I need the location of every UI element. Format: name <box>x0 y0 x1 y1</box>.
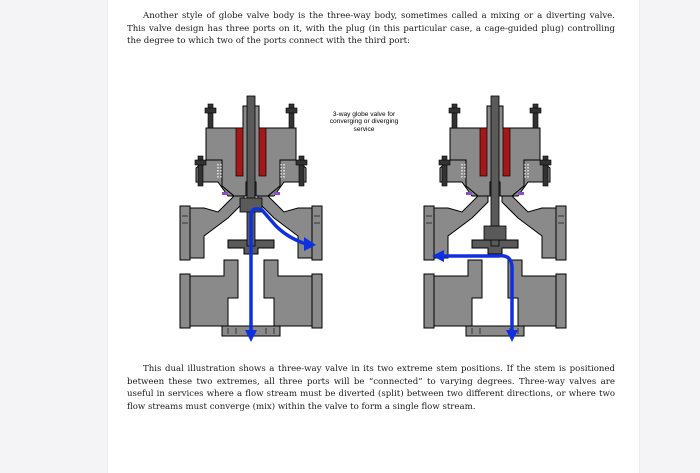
right-valve <box>423 95 567 342</box>
right-valve-stem <box>490 95 500 247</box>
left-background-strip <box>0 0 108 473</box>
right-background-strip <box>639 0 700 473</box>
left-valve <box>179 95 323 342</box>
figure-label: 3-way globe valve for converging or dive… <box>329 111 399 133</box>
right-valve-plug <box>483 225 507 241</box>
right-flow-arrow <box>440 254 514 336</box>
caption-paragraph: This dual illustration shows a three-way… <box>127 364 615 412</box>
intro-paragraph: Another style of globe valve body is the… <box>127 11 615 47</box>
left-flow-arrow <box>249 207 308 336</box>
three-way-valve-figure <box>179 95 567 342</box>
